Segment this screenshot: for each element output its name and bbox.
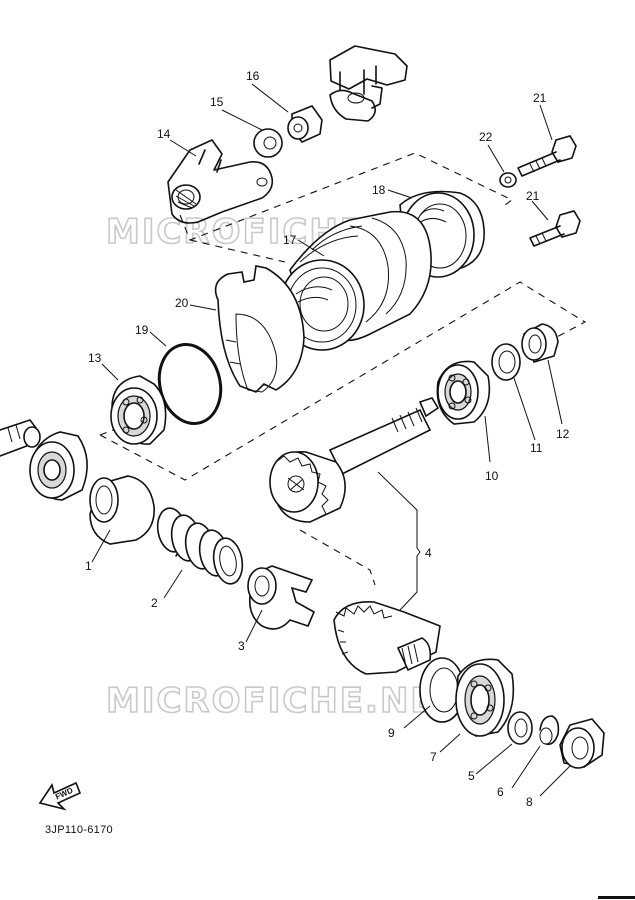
part-15-washer: [253, 128, 283, 158]
label-part-5: 5: [468, 769, 475, 783]
universal-joint: [329, 45, 408, 122]
label-part-3: 3: [238, 639, 245, 653]
part-11-spacer: [491, 343, 521, 381]
part-16-nut: [287, 105, 323, 143]
group-outline-top: [179, 152, 514, 263]
part-3-coupler: [247, 565, 316, 630]
left-bearing: [29, 431, 88, 501]
label-part-6: 6: [497, 785, 504, 799]
label-part-1: 1: [85, 559, 92, 573]
part-19-o-ring: [157, 343, 223, 425]
label-part-22: 22: [479, 130, 493, 144]
label-part-17: 17: [283, 233, 297, 247]
fwd-arrow-icon: FWD: [38, 781, 82, 811]
part-12-ring: [521, 323, 559, 363]
label-part-21-lower: 21: [526, 189, 540, 203]
part-4-pinion: [333, 601, 441, 675]
part-20-plate: [214, 265, 305, 393]
part-21-bolt-lower: [529, 210, 581, 247]
part-6-lock-washer: [539, 715, 560, 746]
label-part-21-upper: 21: [533, 91, 547, 105]
part-7-bearing: [455, 658, 515, 737]
part-2-spring: [156, 507, 244, 585]
watermark-bottom: MICROFICHE.NET: [106, 681, 461, 721]
left-shaft-end: [0, 419, 41, 457]
label-part-7: 7: [430, 750, 437, 764]
part-4-drive-shaft: [269, 397, 440, 523]
label-part-16: 16: [246, 69, 260, 83]
diagram-code: 3JP110-6170: [45, 824, 113, 836]
label-part-15: 15: [210, 95, 224, 109]
label-part-10: 10: [485, 469, 499, 483]
part-14-yoke: [167, 139, 274, 224]
label-part-20: 20: [175, 296, 189, 310]
part-5-washer: [507, 711, 533, 745]
part-1-sleeve: [89, 475, 155, 545]
part-22-washer: [499, 172, 517, 188]
part-10-bearing: [436, 360, 491, 425]
label-part-4: 4: [425, 546, 432, 560]
label-part-2: 2: [151, 596, 158, 610]
part-21-bolt-upper: [517, 135, 577, 177]
label-part-13: 13: [88, 351, 102, 365]
label-part-9: 9: [388, 726, 395, 740]
label-part-18: 18: [372, 183, 386, 197]
part-8-nut: [559, 718, 605, 769]
part-13-bearing: [110, 375, 167, 445]
page-edge-mark: [598, 896, 635, 899]
label-part-19: 19: [135, 323, 149, 337]
shaft-axis-dash: [299, 529, 376, 586]
label-part-12: 12: [556, 427, 570, 441]
label-part-11: 11: [530, 441, 543, 455]
label-part-14: 14: [157, 127, 171, 141]
group-outline-bearing: [99, 281, 587, 481]
leader-lines: [91, 83, 571, 797]
part-labels: 16 15 14 21 22 18 21 17 20 19 13 10 11 1…: [85, 69, 570, 809]
label-part-8: 8: [526, 795, 533, 809]
